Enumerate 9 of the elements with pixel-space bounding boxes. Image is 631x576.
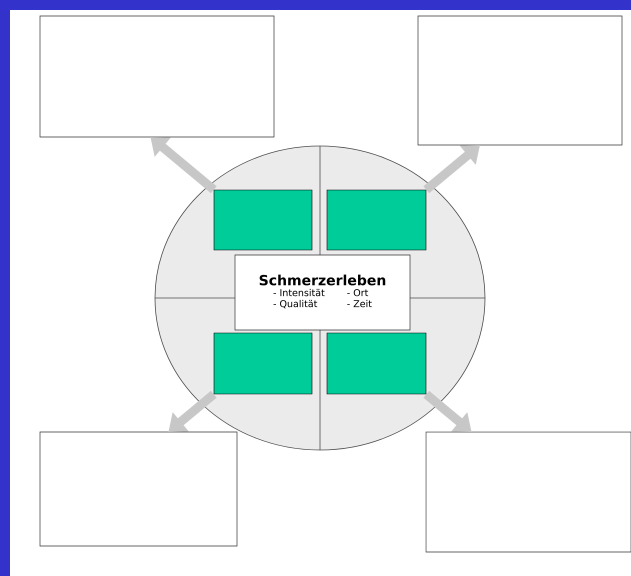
- blank-box: [418, 16, 622, 146]
- blank-box: [426, 432, 631, 552]
- blank-box: [40, 432, 238, 546]
- filled-box: [214, 332, 312, 394]
- filled-box: [214, 190, 312, 250]
- blank-box: [40, 16, 274, 138]
- filled-box: [326, 190, 426, 250]
- text-box: Schmerzerleben - Intensität - Ort - Qualität - Zeit: [234, 254, 410, 330]
- filled-box: [326, 332, 426, 394]
